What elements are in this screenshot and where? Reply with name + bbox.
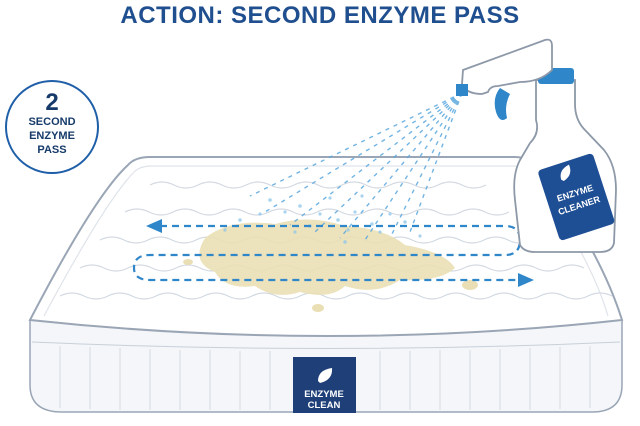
spray-mist-illustration: [223, 92, 463, 244]
step-number: 2: [45, 89, 59, 116]
mattress-label: ENZYME CLEAN: [293, 357, 356, 413]
leaf-icon: [318, 368, 333, 383]
arrow-heads: [146, 219, 534, 287]
mattress-label-line-2: CLEAN: [308, 400, 341, 411]
step-label-line-3: PASS: [37, 144, 67, 156]
step-label-line-2: ENZYME: [29, 130, 75, 142]
page-title: ACTION: SECOND ENZYME PASS: [120, 2, 520, 29]
step-label-line-1: SECOND: [28, 116, 76, 128]
stain-illustration: [183, 219, 478, 312]
step-badge: 2 SECOND ENZYME PASS: [5, 80, 99, 174]
mattress-label-line-1: ENZYME: [304, 389, 344, 400]
spray-bottle-icon: ENZYME CLEANER: [456, 38, 617, 253]
